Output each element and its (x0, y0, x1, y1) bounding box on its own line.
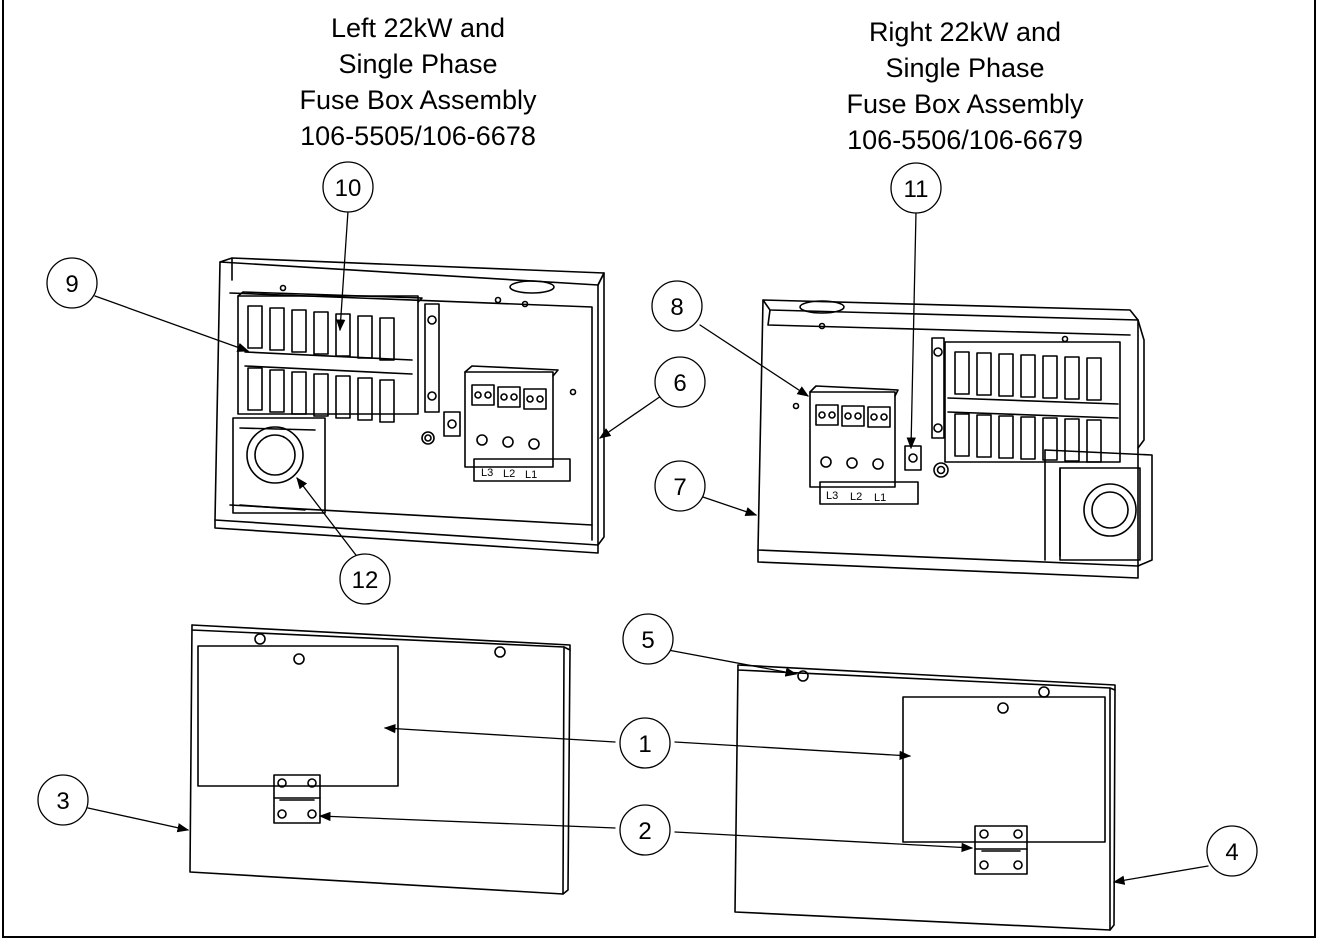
terminal-label-l2: L2 (503, 468, 515, 480)
callout-12: 12 (339, 553, 391, 605)
callout-2a: 2 (619, 804, 671, 856)
left-fuse-box: L3 L2 L1 (214, 257, 605, 554)
callout-5: 5 (622, 613, 674, 665)
title-right-assembly: Right 22kW and Single Phase Fuse Box Ass… (795, 14, 1135, 158)
fuse-holder-block-right (931, 337, 1121, 463)
callout-9-label: 9 (65, 271, 78, 298)
right-fuse-box: L3 L2 L1 (757, 299, 1153, 579)
callout-3-label: 3 (56, 788, 69, 815)
title-right-line-1: Right 22kW and (868, 17, 1062, 47)
title-left-line-4: 106-5505/106-6678 (300, 121, 536, 151)
left-cover-panel (189, 624, 571, 895)
callout-7-label: 7 (673, 474, 686, 501)
callout-1a: 1 (619, 717, 671, 769)
title-right-line-2: Single Phase (885, 53, 1045, 83)
title-left-line-3: Fuse Box Assembly (299, 85, 537, 115)
left-access-door (197, 645, 399, 787)
callout-1a-label: 1 (638, 731, 651, 758)
title-right-line-3: Fuse Box Assembly (846, 89, 1084, 119)
callout-5-label: 5 (641, 627, 654, 654)
title-left-line-2: Single Phase (338, 49, 498, 79)
title-right-line-4: 106-5506/106-6679 (847, 125, 1083, 155)
right-access-door (902, 696, 1106, 843)
callout-9: 9 (46, 257, 98, 309)
terminal-label-right-l1: L1 (874, 492, 886, 504)
callout-10: 10 (322, 161, 374, 213)
terminal-label-l1: L1 (525, 469, 537, 481)
callout-6-label: 6 (673, 370, 686, 397)
callout-10-label: 10 (335, 175, 362, 202)
terminal-label-right-l2: L2 (850, 491, 862, 503)
fuse-holder-block-left (237, 291, 440, 423)
callout-11-label: 11 (904, 176, 929, 203)
callout-7: 7 (654, 460, 706, 512)
callout-6: 6 (654, 356, 706, 408)
right-cover-panel (734, 664, 1116, 931)
right-door-latch (974, 825, 1028, 875)
callout-8-label: 8 (670, 294, 683, 321)
terminal-block-right: L3 L2 L1 (809, 385, 919, 505)
callout-4: 4 (1206, 825, 1258, 877)
title-left-assembly: Left 22kW and Single Phase Fuse Box Asse… (248, 10, 588, 154)
terminal-label-right-l3: L3 (826, 490, 838, 502)
title-left-line-1: Left 22kW and (330, 13, 506, 43)
callout-11: 11 (890, 162, 942, 214)
leader-lines (87, 210, 1209, 885)
callout-8: 8 (651, 280, 703, 332)
callout-3: 3 (37, 774, 89, 826)
callout-12-label: 12 (352, 567, 379, 594)
terminal-label-l3: L3 (481, 467, 493, 479)
callout-4-label: 4 (1225, 839, 1238, 866)
callout-2a-label: 2 (638, 818, 651, 845)
terminal-block-left: L3 L2 L1 (464, 365, 571, 482)
callout-bubbles: 1 2 3 4 5 6 7 8 9 10 11 12 (37, 161, 1258, 877)
left-door-latch (273, 774, 321, 824)
